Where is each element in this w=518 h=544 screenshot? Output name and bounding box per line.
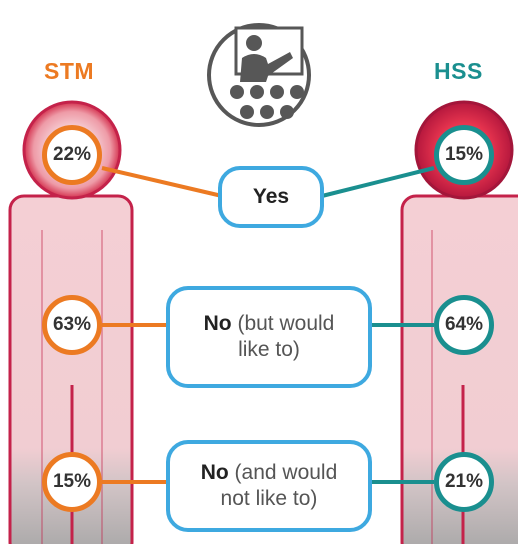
hss-no-wouldnt-percent: 21% [434,452,494,512]
right-person-figure [400,100,518,544]
answer-no-would-text: No (but would like to) [204,311,335,364]
hss-yes-percent: 15% [434,125,494,185]
answer-no-would-bold: No [203,311,232,335]
stm-no-would-percent: 63% [42,295,102,355]
answer-no-would-line1: (but would [231,311,335,335]
answer-no-wouldnt-bold: No [200,460,229,484]
answer-no-wouldnt-line2: not like to) [220,487,318,510]
connector-lines [101,166,435,484]
hss-group-label: HSS [434,58,483,84]
answer-yes-box: Yes [218,166,324,228]
answer-yes-text: Yes [252,184,290,208]
stm-group-label: STM [44,58,95,84]
answer-no-wouldnt-text: No (and would not like to) [201,460,338,513]
hss-no-would-percent: 64% [434,295,494,355]
left-person-figure [8,100,134,544]
answer-no-would-box: No (but would like to) [166,286,372,388]
answer-no-wouldnt-line1: (and would [228,460,338,484]
answer-no-wouldnt-box: No (and would not like to) [166,440,372,532]
stm-yes-percent: 22% [42,125,102,185]
stm-no-wouldnt-percent: 15% [42,452,102,512]
teacher-presenting-icon [207,23,311,127]
answer-no-would-line2: like to) [238,338,300,361]
